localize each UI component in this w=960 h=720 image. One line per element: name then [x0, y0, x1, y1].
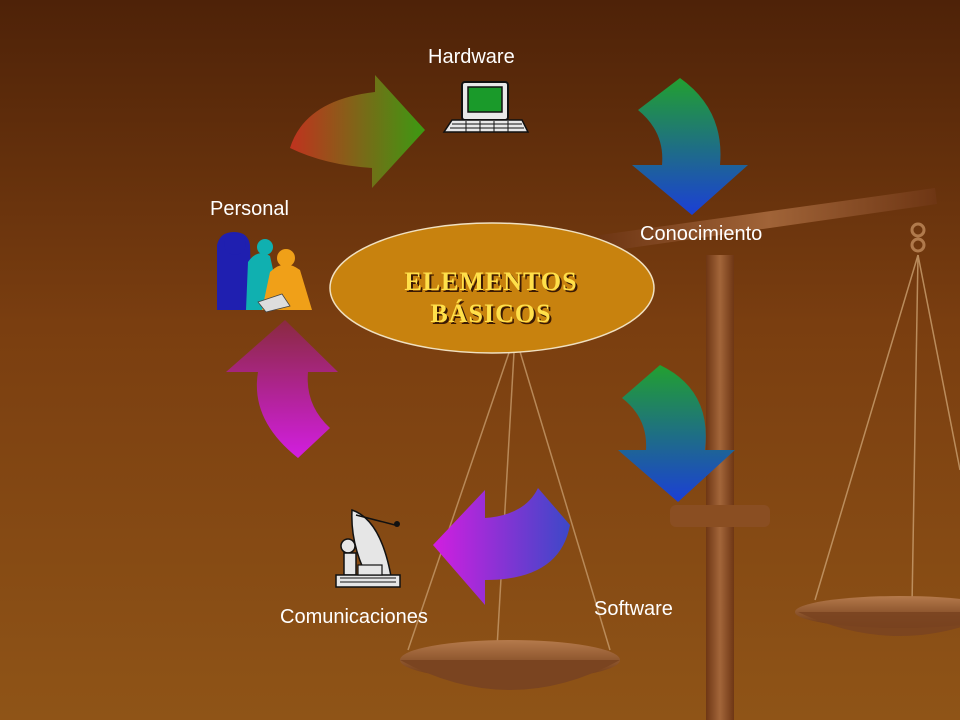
node-label-conocimiento: Conocimiento — [640, 223, 763, 245]
arrow-personal-to-hardware — [290, 75, 425, 188]
arrow-conocimiento-to-software — [618, 365, 735, 502]
center-title: ELEMENTOS BÁSICOS — [330, 266, 652, 330]
arrow-comunicaciones-to-personal — [226, 320, 338, 458]
node-label-hardware: Hardware — [428, 46, 515, 68]
node-label-personal: Personal — [210, 198, 289, 220]
center-title-line2: BÁSICOS — [430, 299, 552, 328]
node-label-comunicaciones: Comunicaciones — [280, 606, 428, 628]
node-label-software: Software — [594, 598, 673, 620]
arrow-software-to-comunicaciones — [433, 488, 570, 605]
arrow-hardware-to-conocimiento — [632, 78, 748, 215]
center-title-line1: ELEMENTOS — [404, 267, 578, 296]
